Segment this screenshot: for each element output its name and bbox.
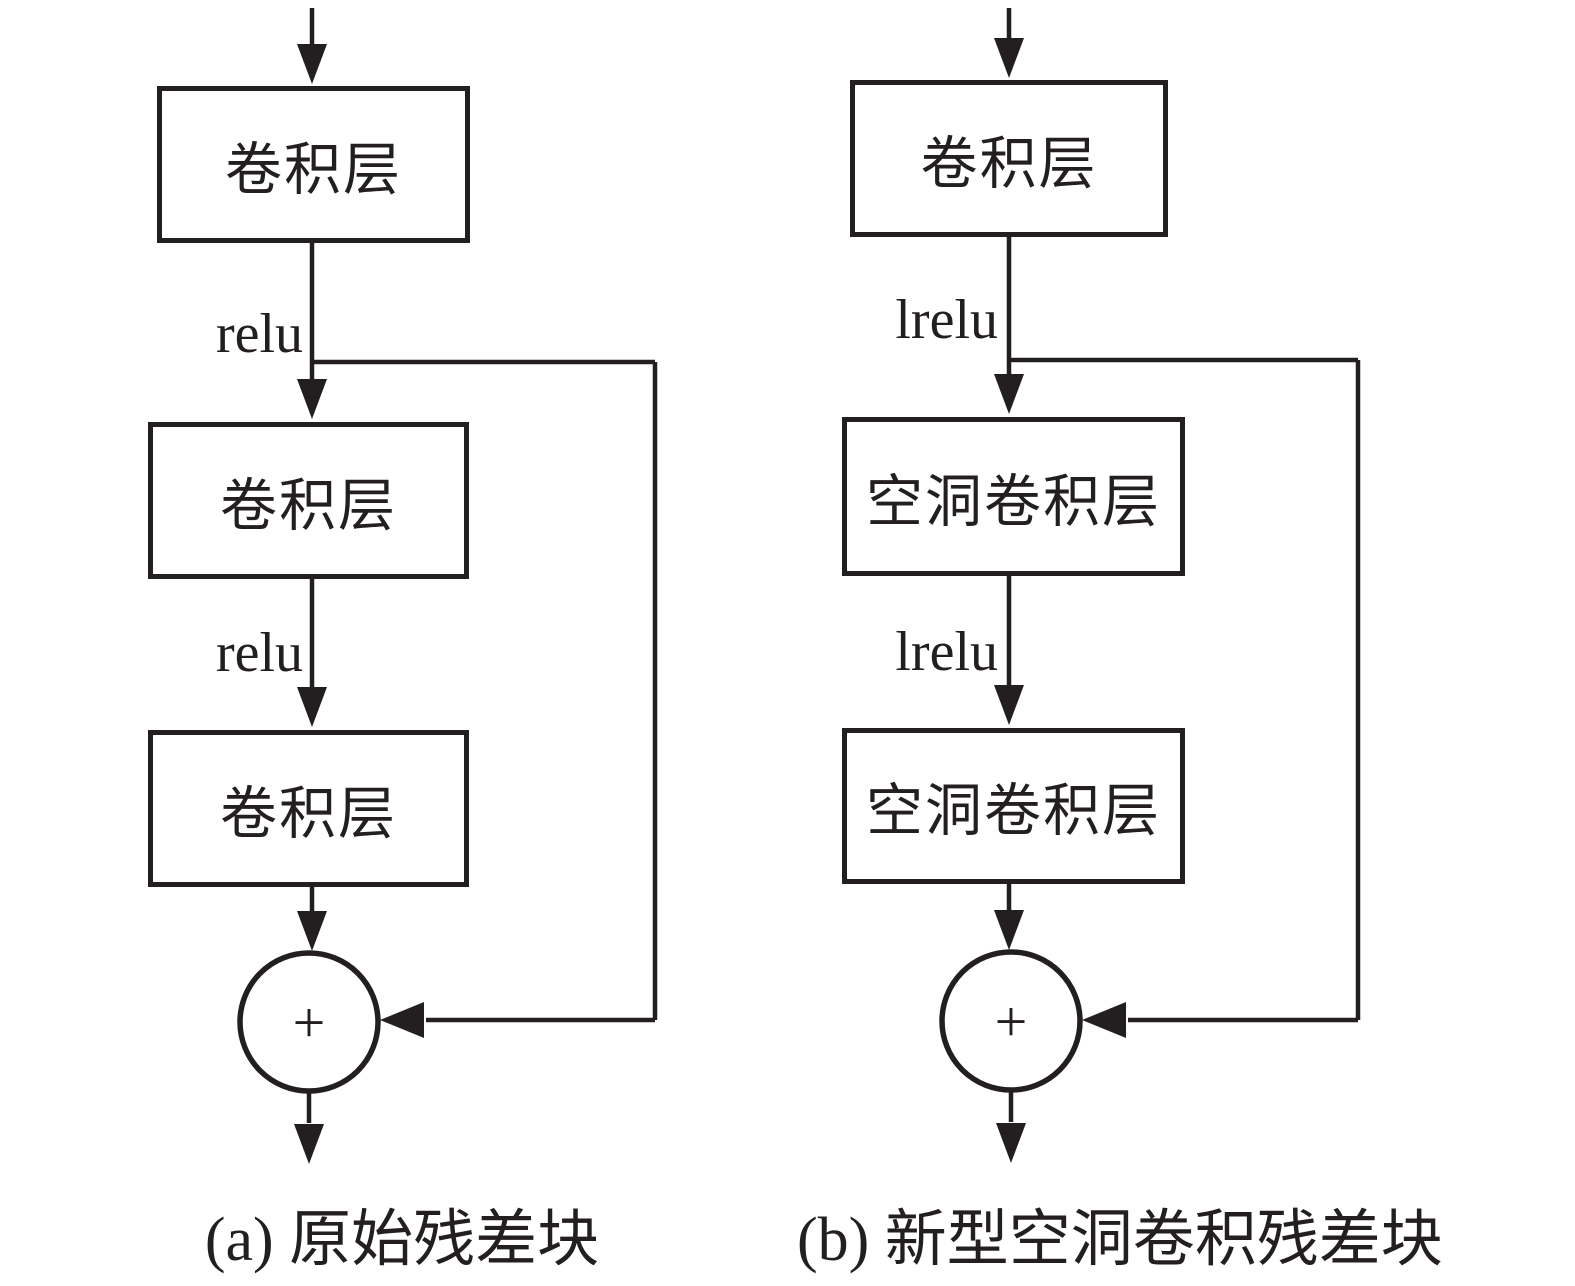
activation-label-a2: relu	[215, 622, 303, 684]
conv-layer-box-a1: 卷积层	[157, 86, 470, 243]
caption-b: (b) 新型空洞卷积残差块	[797, 1206, 1443, 1274]
dilated-conv-layer-box-b2: 空洞卷积层	[842, 417, 1185, 576]
dilated-conv-layer-box-b3: 空洞卷积层	[842, 728, 1185, 884]
conv-layer-box-a2: 卷积层	[148, 422, 469, 579]
activation-label-b1: lrelu	[895, 289, 998, 351]
arrowhead-into-conv3-a	[297, 687, 327, 727]
conv-layer-box-a3: 卷积层	[148, 730, 469, 887]
conv-layer-label-a3: 卷积层	[220, 782, 397, 846]
skip-arrowhead-b	[1082, 1002, 1126, 1038]
caption-a: (a) 原始残差块	[204, 1206, 600, 1274]
conv-layer-label-b1: 卷积层	[920, 132, 1098, 196]
dilated-conv-layer-label-b2: 空洞卷积层	[866, 470, 1161, 534]
activation-label-a1: relu	[215, 303, 303, 365]
arrowhead-into-sum-a	[297, 911, 327, 951]
arrowhead-into-conv3-b	[994, 685, 1024, 725]
activation-label-b2: lrelu	[895, 621, 998, 683]
conv-layer-label-a1: 卷积层	[225, 138, 402, 202]
dilated-conv-layer-label-b3: 空洞卷积层	[866, 780, 1161, 843]
skip-arrowhead-a	[380, 1002, 424, 1038]
conv-layer-label-a2: 卷积层	[220, 474, 397, 538]
conv-layer-box-b1: 卷积层	[850, 80, 1168, 237]
input-arrowhead-b	[994, 38, 1024, 78]
sum-plus-sign-b: +	[994, 988, 1028, 1054]
arrowhead-into-sum-b	[994, 910, 1024, 950]
sum-plus-sign-a: +	[292, 989, 326, 1055]
input-arrowhead-a	[297, 44, 327, 84]
output-arrowhead-a	[294, 1124, 324, 1164]
output-arrowhead-b	[996, 1123, 1026, 1163]
arrowhead-into-conv2-b	[994, 374, 1024, 414]
arrowhead-into-conv2-a	[297, 379, 327, 419]
